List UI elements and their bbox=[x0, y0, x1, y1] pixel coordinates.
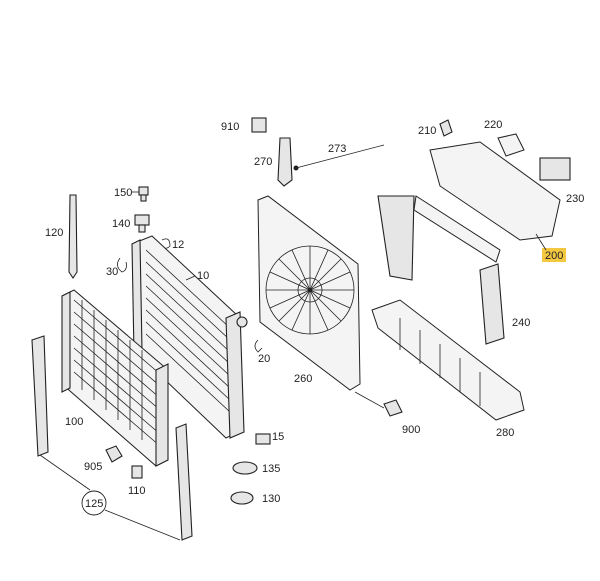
callout-15[interactable]: 15 bbox=[272, 431, 284, 443]
part-upper-left-bracket bbox=[377, 195, 415, 281]
part-30-clip bbox=[117, 257, 127, 273]
part-280-air-duct bbox=[371, 299, 525, 421]
callout-20[interactable]: 20 bbox=[258, 353, 270, 365]
callout-280[interactable]: 280 bbox=[496, 427, 514, 439]
part-100-condenser bbox=[61, 289, 169, 467]
part-135-cap bbox=[232, 461, 258, 475]
callout-130[interactable]: 130 bbox=[262, 493, 280, 505]
part-273-end bbox=[293, 165, 299, 171]
part-right-side-seal bbox=[175, 423, 193, 541]
part-900-clip bbox=[383, 399, 403, 417]
callout-260[interactable]: 260 bbox=[294, 373, 312, 385]
part-200-air-guide bbox=[429, 141, 561, 241]
leader-900 bbox=[354, 391, 385, 409]
callout-240[interactable]: 240 bbox=[512, 317, 530, 329]
callout-905[interactable]: 905 bbox=[84, 461, 102, 473]
callout-230[interactable]: 230 bbox=[566, 193, 584, 205]
part-120-rod bbox=[68, 194, 78, 279]
part-130-cap bbox=[230, 491, 254, 505]
callout-12[interactable]: 12 bbox=[172, 239, 184, 251]
part-20-clip bbox=[254, 339, 263, 353]
part-230-module bbox=[539, 157, 571, 181]
callout-200-highlight bbox=[542, 248, 566, 262]
part-260-fan-shroud bbox=[257, 195, 361, 391]
part-left-side-seal bbox=[31, 335, 49, 457]
part-upper-cross-member bbox=[413, 195, 501, 263]
callout-125[interactable]: 125 bbox=[85, 498, 103, 510]
callout-210[interactable]: 210 bbox=[418, 125, 436, 137]
leader-125 bbox=[39, 454, 181, 541]
callout-120[interactable]: 120 bbox=[45, 227, 63, 239]
callout-900[interactable]: 900 bbox=[402, 424, 420, 436]
callout-220[interactable]: 220 bbox=[484, 119, 502, 131]
callout-10[interactable]: 10 bbox=[197, 270, 209, 282]
callout-270[interactable]: 270 bbox=[254, 156, 272, 168]
callout-30[interactable]: 30 bbox=[106, 266, 118, 278]
callout-125-circle bbox=[81, 490, 107, 516]
part-270-sensor bbox=[277, 137, 293, 187]
part-905-clip bbox=[105, 445, 123, 463]
part-140-fastener bbox=[134, 214, 150, 233]
part-110-bolt bbox=[131, 465, 143, 479]
callout-200[interactable]: 200 bbox=[545, 250, 563, 262]
part-15-sensor bbox=[255, 433, 271, 445]
callout-110[interactable]: 110 bbox=[128, 485, 146, 497]
callout-273[interactable]: 273 bbox=[328, 143, 346, 155]
leader-200 bbox=[535, 233, 547, 251]
leader-10 bbox=[185, 275, 196, 281]
callout-100[interactable]: 100 bbox=[65, 416, 83, 428]
part-220-cap bbox=[497, 133, 525, 157]
part-150-fastener bbox=[138, 186, 149, 202]
part-240-bracket bbox=[479, 263, 505, 345]
part-210-clip bbox=[439, 119, 453, 137]
part-910-connector bbox=[251, 117, 267, 133]
callout-140[interactable]: 140 bbox=[112, 218, 130, 230]
callout-910[interactable]: 910 bbox=[221, 121, 239, 133]
part-273-cable bbox=[295, 144, 385, 169]
callout-150[interactable]: 150 bbox=[114, 187, 132, 199]
callout-135[interactable]: 135 bbox=[262, 463, 280, 475]
part-10-radiator bbox=[131, 235, 248, 439]
